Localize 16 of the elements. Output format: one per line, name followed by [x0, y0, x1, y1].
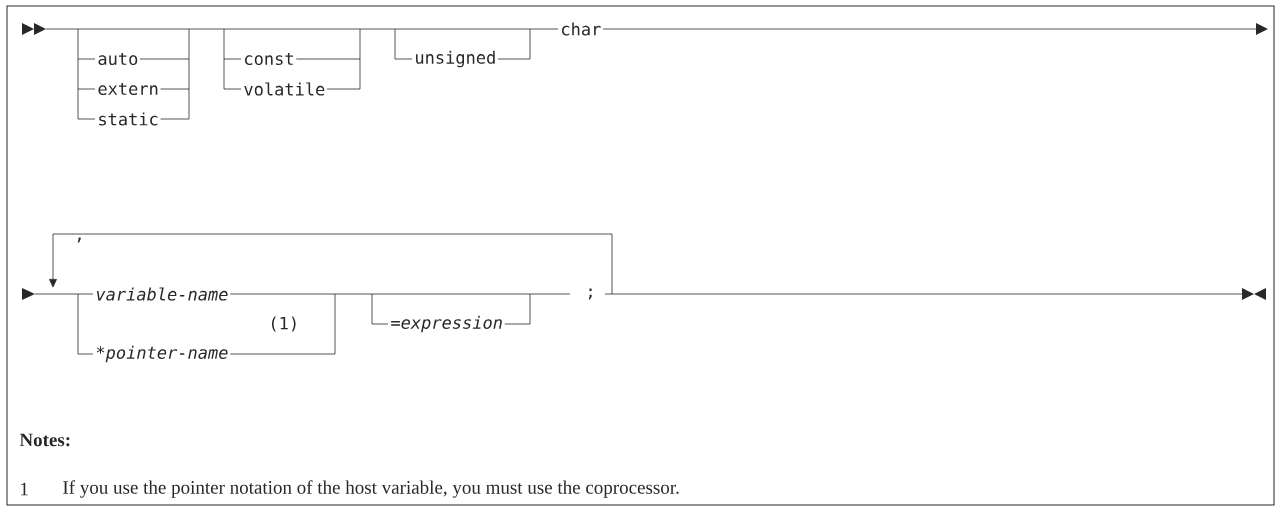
keyword: char	[562, 22, 601, 36]
keyword: const	[245, 52, 293, 66]
notes-heading: Notes:	[19, 433, 70, 447]
variable-term: variable-name	[96, 287, 228, 301]
keyword: volatile	[244, 82, 325, 96]
variable-term: *pointer-name	[96, 345, 228, 363]
keyword: static	[99, 112, 158, 126]
footnote-reference: (1)	[271, 316, 296, 332]
note-text: If you use the pointer notation of the host variable, you must use the coprocessor.	[63, 480, 679, 498]
terminator-symbol: ;	[588, 288, 592, 300]
keyword: unsigned	[416, 50, 495, 68]
note-number: 1	[21, 482, 28, 496]
keyword: extern	[98, 82, 158, 96]
separator-symbol: ,	[77, 237, 81, 243]
variable-term: =expression	[391, 315, 502, 333]
keyword: auto	[98, 52, 138, 66]
